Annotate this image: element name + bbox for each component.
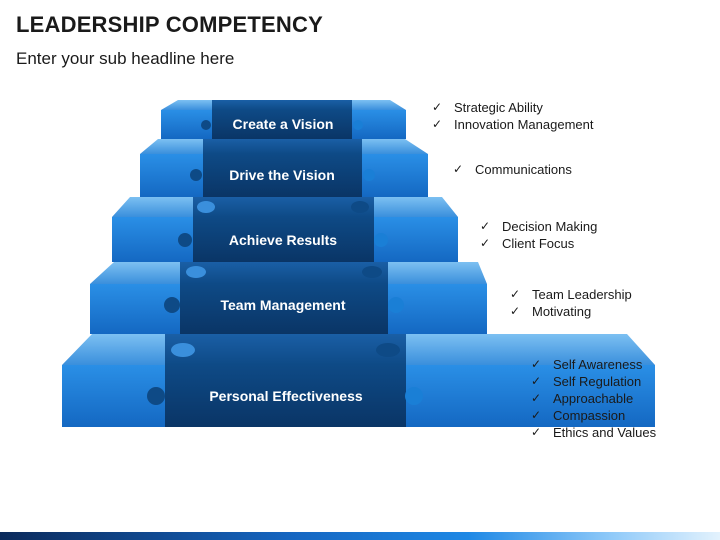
- list-item: ✓Client Focus: [480, 236, 575, 251]
- check-icon: ✓: [432, 100, 443, 114]
- check-icon: ✓: [453, 162, 464, 176]
- check-icon: ✓: [531, 425, 542, 439]
- page-subtitle: Enter your sub headline here: [16, 49, 235, 68]
- bullets-team-management: ✓Team Leadership ✓Motivating: [510, 286, 632, 320]
- check-icon: ✓: [480, 219, 491, 233]
- check-icon: ✓: [531, 357, 542, 371]
- list-item: ✓Strategic Ability: [432, 100, 543, 115]
- list-item: ✓Motivating: [510, 304, 592, 319]
- step-personal-effectiveness: Personal Effectiveness: [62, 334, 655, 427]
- step-create-a-vision: Create a Vision: [161, 100, 406, 139]
- check-icon: ✓: [531, 374, 542, 388]
- page-title: LEADERSHIP COMPETENCY: [16, 12, 323, 37]
- list-item: ✓Self Awareness: [531, 357, 643, 372]
- list-item: ✓Self Regulation: [531, 374, 642, 389]
- check-icon: ✓: [531, 408, 542, 422]
- list-item: ✓Team Leadership: [510, 287, 632, 302]
- list-item: ✓Decision Making: [480, 219, 598, 234]
- check-icon: ✓: [510, 304, 521, 318]
- list-item: ✓Communications: [453, 162, 572, 177]
- step-achieve-results: Achieve Results: [112, 197, 458, 262]
- step-drive-the-vision: Drive the Vision: [140, 139, 428, 197]
- step-label: Personal Effectiveness: [209, 388, 363, 404]
- check-icon: ✓: [510, 287, 521, 301]
- bullets-create-a-vision: ✓Strategic Ability ✓Innovation Managemen…: [432, 99, 593, 133]
- step-label: Drive the Vision: [229, 167, 335, 183]
- bullets-drive-the-vision: ✓Communications: [453, 161, 572, 178]
- check-icon: ✓: [531, 391, 542, 405]
- step-label: Achieve Results: [229, 232, 337, 248]
- list-item: ✓Innovation Management: [432, 117, 594, 132]
- check-icon: ✓: [432, 117, 443, 131]
- check-icon: ✓: [480, 236, 491, 250]
- bullets-achieve-results: ✓Decision Making ✓Client Focus: [480, 218, 597, 252]
- step-team-management: Team Management: [90, 262, 487, 334]
- list-item: ✓Ethics and Values: [531, 425, 657, 440]
- list-item: ✓Compassion: [531, 408, 626, 423]
- footer-gradient-bar: [0, 532, 720, 540]
- bullets-personal-effectiveness: ✓Self Awareness ✓Self Regulation ✓Approa…: [531, 356, 656, 441]
- list-item: ✓Approachable: [531, 391, 634, 406]
- step-label: Create a Vision: [233, 116, 334, 132]
- step-label: Team Management: [221, 297, 346, 313]
